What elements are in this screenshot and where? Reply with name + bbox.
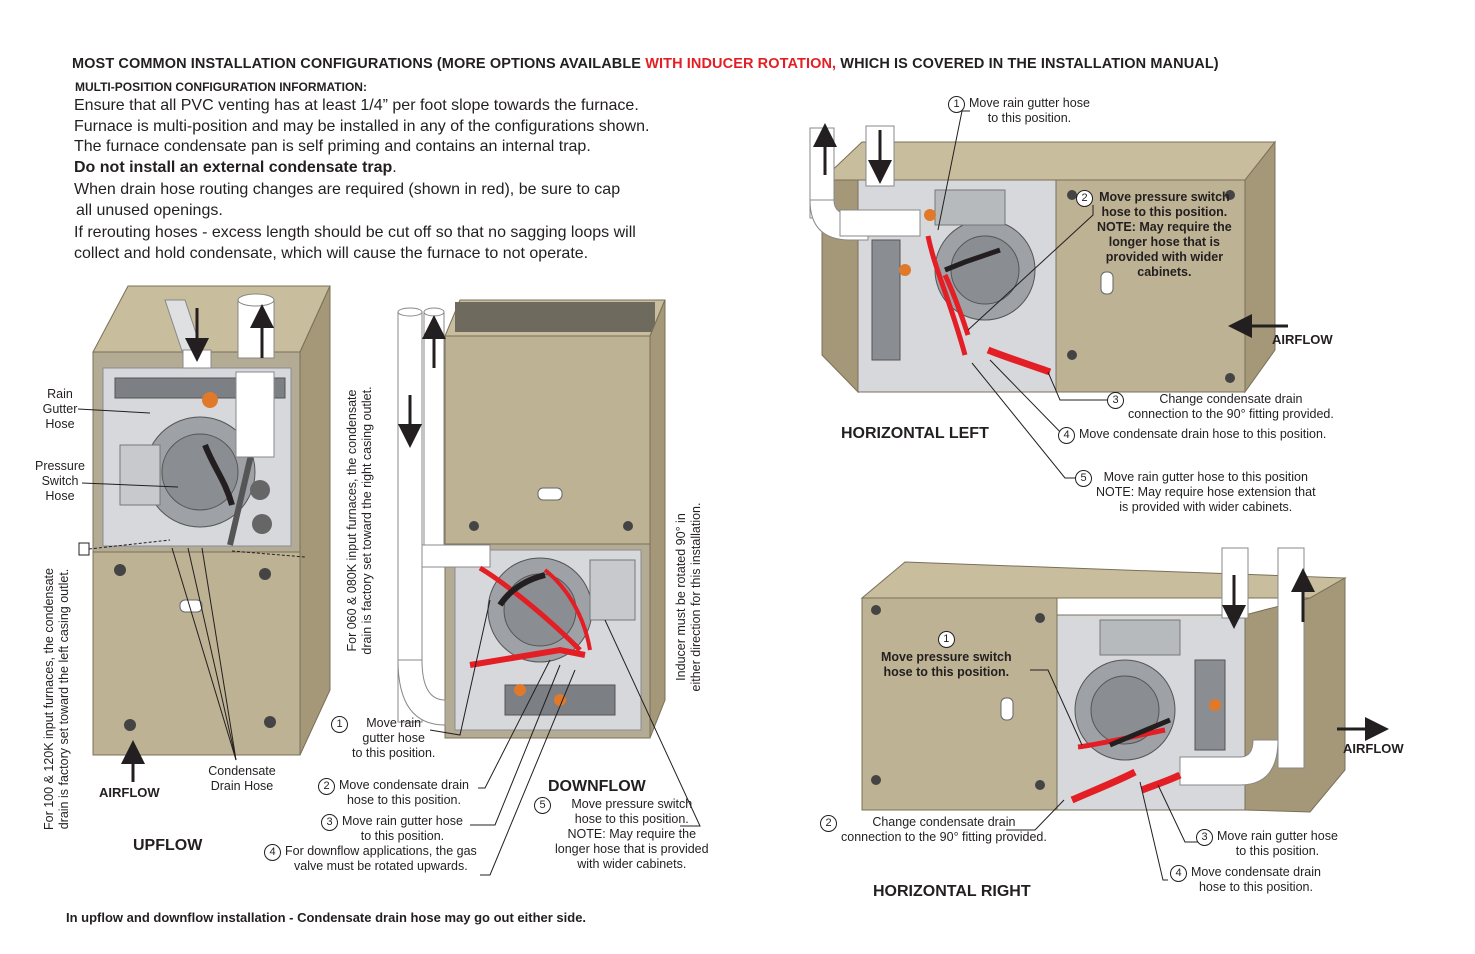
step-text: For downflow applications, the gas valve… bbox=[285, 844, 477, 873]
step-text: Move rain gutter hose to this position. bbox=[342, 814, 463, 843]
step-text: Move rain gutter hose to this position N… bbox=[1096, 470, 1316, 514]
step-number: 2 bbox=[1076, 190, 1093, 207]
step-number: 2 bbox=[318, 778, 335, 795]
downflow-furnace-drawing bbox=[397, 299, 701, 876]
condensate-drain-hose-label: Condensate Drain Hose bbox=[208, 764, 276, 793]
step-text: Move rain gutter hose to this position. bbox=[969, 96, 1090, 125]
step-text: Change condensate drain connection to th… bbox=[841, 815, 1047, 844]
step-text: Move pressure switch hose to this positi… bbox=[1097, 190, 1232, 279]
intro-period: . bbox=[392, 158, 397, 176]
footer-note: In upflow and downflow installation - Co… bbox=[66, 910, 587, 925]
step-text: Move condensate drain hose to this posit… bbox=[339, 778, 469, 807]
step-number: 3 bbox=[1196, 829, 1213, 846]
step-number: 4 bbox=[264, 844, 281, 861]
step-number: 1 bbox=[948, 96, 965, 113]
title-part-1: MOST COMMON INSTALLATION CONFIGURATIONS … bbox=[72, 56, 646, 72]
horizontal-right-step-1: 1 Move pressure switch hose to this posi… bbox=[881, 631, 1012, 680]
horizontal-left-furnace-drawing bbox=[809, 110, 1288, 479]
intro-line: Ensure that all PVC venting has at least… bbox=[74, 97, 639, 114]
step-text: Move rain gutter hose to this position. bbox=[1217, 829, 1338, 858]
upflow-left-note: For 100 & 120K input furnaces, the conde… bbox=[42, 568, 71, 830]
step-number: 3 bbox=[1107, 392, 1124, 409]
title-part-2: WHICH IS COVERED IN THE INSTALLATION MAN… bbox=[836, 56, 1219, 72]
step-text: Move condensate drain hose to this posit… bbox=[1191, 865, 1321, 894]
upflow-heading: UPFLOW bbox=[133, 837, 203, 854]
intro-line: Furnace is multi-position and may be ins… bbox=[74, 117, 650, 135]
intro-bold-text: Do not install an external condensate tr… bbox=[74, 158, 393, 176]
horizontal-right-furnace-drawing bbox=[860, 547, 1389, 881]
subtitle: MULTI-POSITION CONFIGURATION INFORMATION… bbox=[75, 80, 367, 94]
intro-line: When drain hose routing changes are requ… bbox=[74, 181, 621, 198]
horizontal-right-airflow-label: AIRFLOW bbox=[1343, 741, 1404, 756]
downflow-heading: DOWNFLOW bbox=[548, 778, 646, 795]
horizontal-right-heading: HORIZONTAL RIGHT bbox=[873, 883, 1031, 900]
step-text: Change condensate drain connection to th… bbox=[1128, 392, 1334, 421]
step-text: Move condensate drain hose to this posit… bbox=[1079, 427, 1327, 441]
title-red-part: WITH INDUCER ROTATION, bbox=[645, 56, 837, 72]
step-number: 5 bbox=[1075, 470, 1092, 487]
intro-text: Ensure that all PVC venting has at least… bbox=[74, 96, 714, 264]
step-number: 3 bbox=[321, 814, 338, 831]
horizontal-left-airflow-label: AIRFLOW bbox=[1272, 332, 1333, 347]
rain-gutter-hose-label: Rain Gutter Hose bbox=[42, 387, 78, 431]
intro-line: all unused openings. bbox=[76, 201, 223, 219]
step-text: Move pressure switch hose to this positi… bbox=[555, 797, 709, 871]
step-text: Move rain gutter hose to this position. bbox=[352, 716, 436, 760]
page-title: MOST COMMON INSTALLATION CONFIGURATIONS … bbox=[72, 56, 1219, 72]
upflow-furnace-drawing bbox=[77, 285, 331, 782]
step-number: 4 bbox=[1170, 865, 1187, 882]
step-number: 4 bbox=[1058, 427, 1075, 444]
horizontal-left-heading: HORIZONTAL LEFT bbox=[841, 425, 989, 442]
downflow-inducer-note: Inducer must be rotated 90° in either di… bbox=[674, 502, 703, 692]
step-number: 5 bbox=[534, 797, 551, 814]
step-number: 2 bbox=[820, 815, 837, 832]
intro-line: The furnace condensate pan is self primi… bbox=[74, 138, 591, 155]
pressure-switch-hose-label: Pressure Switch Hose bbox=[34, 459, 86, 503]
intro-line: If rerouting hoses - excess length shoul… bbox=[74, 224, 636, 241]
horizontal-left-step-4: 4 Move condensate drain hose to this posi… bbox=[1058, 427, 1326, 444]
step-number: 1 bbox=[331, 716, 348, 733]
upflow-airflow-label: AIRFLOW bbox=[99, 785, 160, 800]
step-text: Move pressure switch hose to this positi… bbox=[881, 650, 1012, 679]
intro-line: collect and hold condensate, which will … bbox=[74, 244, 589, 262]
intro-line-bold: Do not install an external condensate tr… bbox=[74, 158, 714, 179]
upflow-right-note: For 060 & 080K input furnaces, the conde… bbox=[345, 386, 374, 655]
step-number: 1 bbox=[937, 631, 955, 648]
